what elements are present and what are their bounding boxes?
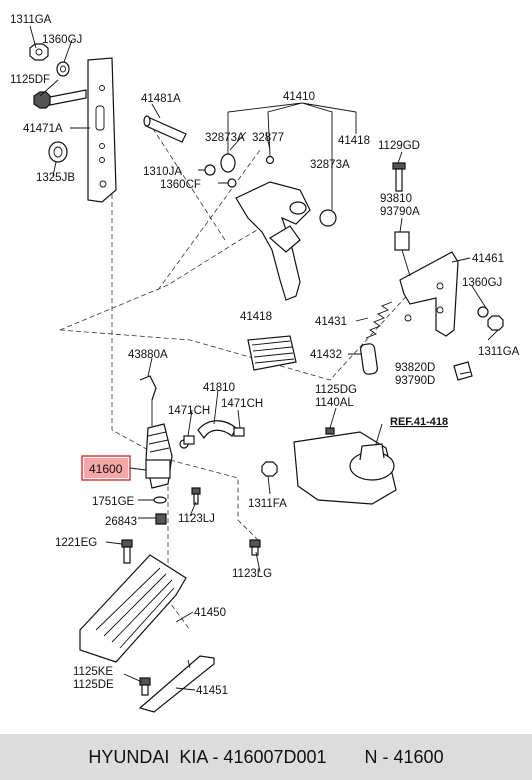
label-32873a[interactable]: 32873A [205, 132, 245, 144]
footer-brand-part-number: HYUNDAI KIA - 416007D001 [88, 746, 327, 767]
label-1311ga-right[interactable]: 1311GA [478, 346, 520, 358]
label-41431[interactable]: 41431 [315, 316, 347, 328]
spring-32877-icon [265, 155, 275, 165]
bolt-1129gd-icon [392, 162, 406, 192]
label-1140al[interactable]: 1140AL [315, 397, 354, 409]
label-41410[interactable]: 41410 [283, 91, 315, 103]
nut-1311fa-icon [261, 461, 278, 477]
switch-93810-icon [394, 231, 411, 277]
clip-1471ch-right-icon [233, 427, 245, 437]
washer-1360cf-icon [227, 178, 237, 188]
hose-43880a-icon [139, 375, 157, 426]
label-41461[interactable]: 41461 [472, 253, 504, 265]
bolt-1125ke-icon [139, 677, 151, 696]
label-93790a[interactable]: 93790A [380, 206, 420, 218]
label-41600[interactable]: 41600 [89, 462, 123, 476]
label-41481a[interactable]: 41481A [141, 93, 181, 105]
stopper-41432-icon [360, 343, 378, 375]
label-1751ge[interactable]: 1751GE [92, 496, 135, 508]
label-41451[interactable]: 41451 [196, 685, 228, 697]
bushing-32873a-right-icon [319, 209, 337, 227]
label-1123lg[interactable]: 1123LG [232, 568, 272, 580]
label-41432[interactable]: 41432 [310, 349, 342, 361]
label-1221eg[interactable]: 1221EG [55, 537, 97, 549]
label-32873a-right[interactable]: 32873A [310, 159, 350, 171]
bolt-1123lj-icon [191, 487, 201, 505]
label-93820d[interactable]: 93820D [395, 362, 435, 374]
leader-lines [29, 25, 499, 691]
bolt-1125dg-icon [325, 427, 335, 435]
label-ref-41418[interactable]: REF.41-418 [390, 416, 448, 428]
label-1360cf[interactable]: 1360CF [160, 179, 201, 191]
label-41450[interactable]: 41450 [194, 607, 226, 619]
connector-93820d-icon [453, 361, 473, 381]
label-1125dg[interactable]: 1125DG [315, 384, 357, 396]
hose-41810-icon [197, 420, 237, 440]
bushing-32873a-icon [220, 153, 236, 173]
label-1310ja[interactable]: 1310JA [143, 166, 182, 178]
part-labels: 1311GA 1360GJ 1125DF 41471A 1325JB 41481… [10, 14, 520, 697]
label-1311ga-top[interactable]: 1311GA [10, 14, 52, 26]
label-1125de[interactable]: 1125DE [73, 679, 114, 691]
bracket-41451 [138, 655, 215, 713]
label-41418-pedal[interactable]: 41418 [240, 311, 272, 323]
clip-1471ch-left-icon [183, 435, 195, 445]
clutch-pedal-arm [235, 181, 311, 371]
label-1471ch-right[interactable]: 1471CH [221, 398, 263, 410]
label-1311fa[interactable]: 1311FA [248, 498, 287, 510]
label-1125df[interactable]: 1125DF [10, 74, 50, 86]
label-93790d[interactable]: 93790D [395, 375, 435, 387]
highlight-fill-41600 [84, 458, 128, 478]
label-1325jb[interactable]: 1325JB [36, 172, 75, 184]
bracket-41461 [399, 251, 459, 337]
label-1471ch-left[interactable]: 1471CH [168, 405, 210, 417]
bolt-1125df-icon [33, 89, 87, 109]
bolt-1123lg-icon [249, 539, 261, 556]
master-cylinder-41600 [145, 423, 189, 489]
footer-part-code: N - 41600 [364, 746, 444, 767]
assembly-dashed-lines [59, 123, 413, 631]
reservoir-ref-41418 [293, 431, 397, 505]
nut-1360gj-right-icon [477, 306, 489, 318]
label-1360gj-right[interactable]: 1360GJ [462, 277, 502, 289]
nut-1311ga-top-icon [29, 43, 49, 61]
label-1129gd[interactable]: 1129GD [378, 140, 420, 152]
label-41810[interactable]: 41810 [203, 382, 235, 394]
rod-41481a [143, 115, 187, 143]
label-41471a[interactable]: 41471A [23, 123, 63, 135]
bolt-1221eg-icon [121, 539, 133, 564]
nut-1310ja-icon [204, 164, 216, 176]
label-41418-top[interactable]: 41418 [338, 135, 370, 147]
label-93810[interactable]: 93810 [380, 193, 412, 205]
label-32877[interactable]: 32877 [252, 132, 284, 144]
label-1123lj[interactable]: 1123LJ [178, 513, 215, 525]
label-26843[interactable]: 26843 [105, 516, 137, 528]
label-43880a[interactable]: 43880A [128, 349, 168, 361]
footrest-41450 [79, 554, 187, 663]
bracket-41471a [87, 57, 117, 203]
spring-41431-icon [365, 301, 393, 339]
leader-41600 [129, 467, 147, 471]
ring-1751ge-icon [153, 496, 167, 504]
grommet-1325jb-icon [48, 141, 68, 163]
bolt-26843-icon [155, 513, 167, 525]
label-1125ke[interactable]: 1125KE [73, 666, 113, 678]
footer-bar: HYUNDAI KIA - 416007D001 N - 41600 [0, 734, 532, 780]
label-1360gj-top[interactable]: 1360GJ [42, 34, 82, 46]
washer-1360gj-top-icon [56, 61, 70, 77]
parts-diagram: 1311GA 1360GJ 1125DF 41471A 1325JB 41481… [10, 14, 520, 713]
nut-1311ga-right-icon [487, 315, 504, 331]
